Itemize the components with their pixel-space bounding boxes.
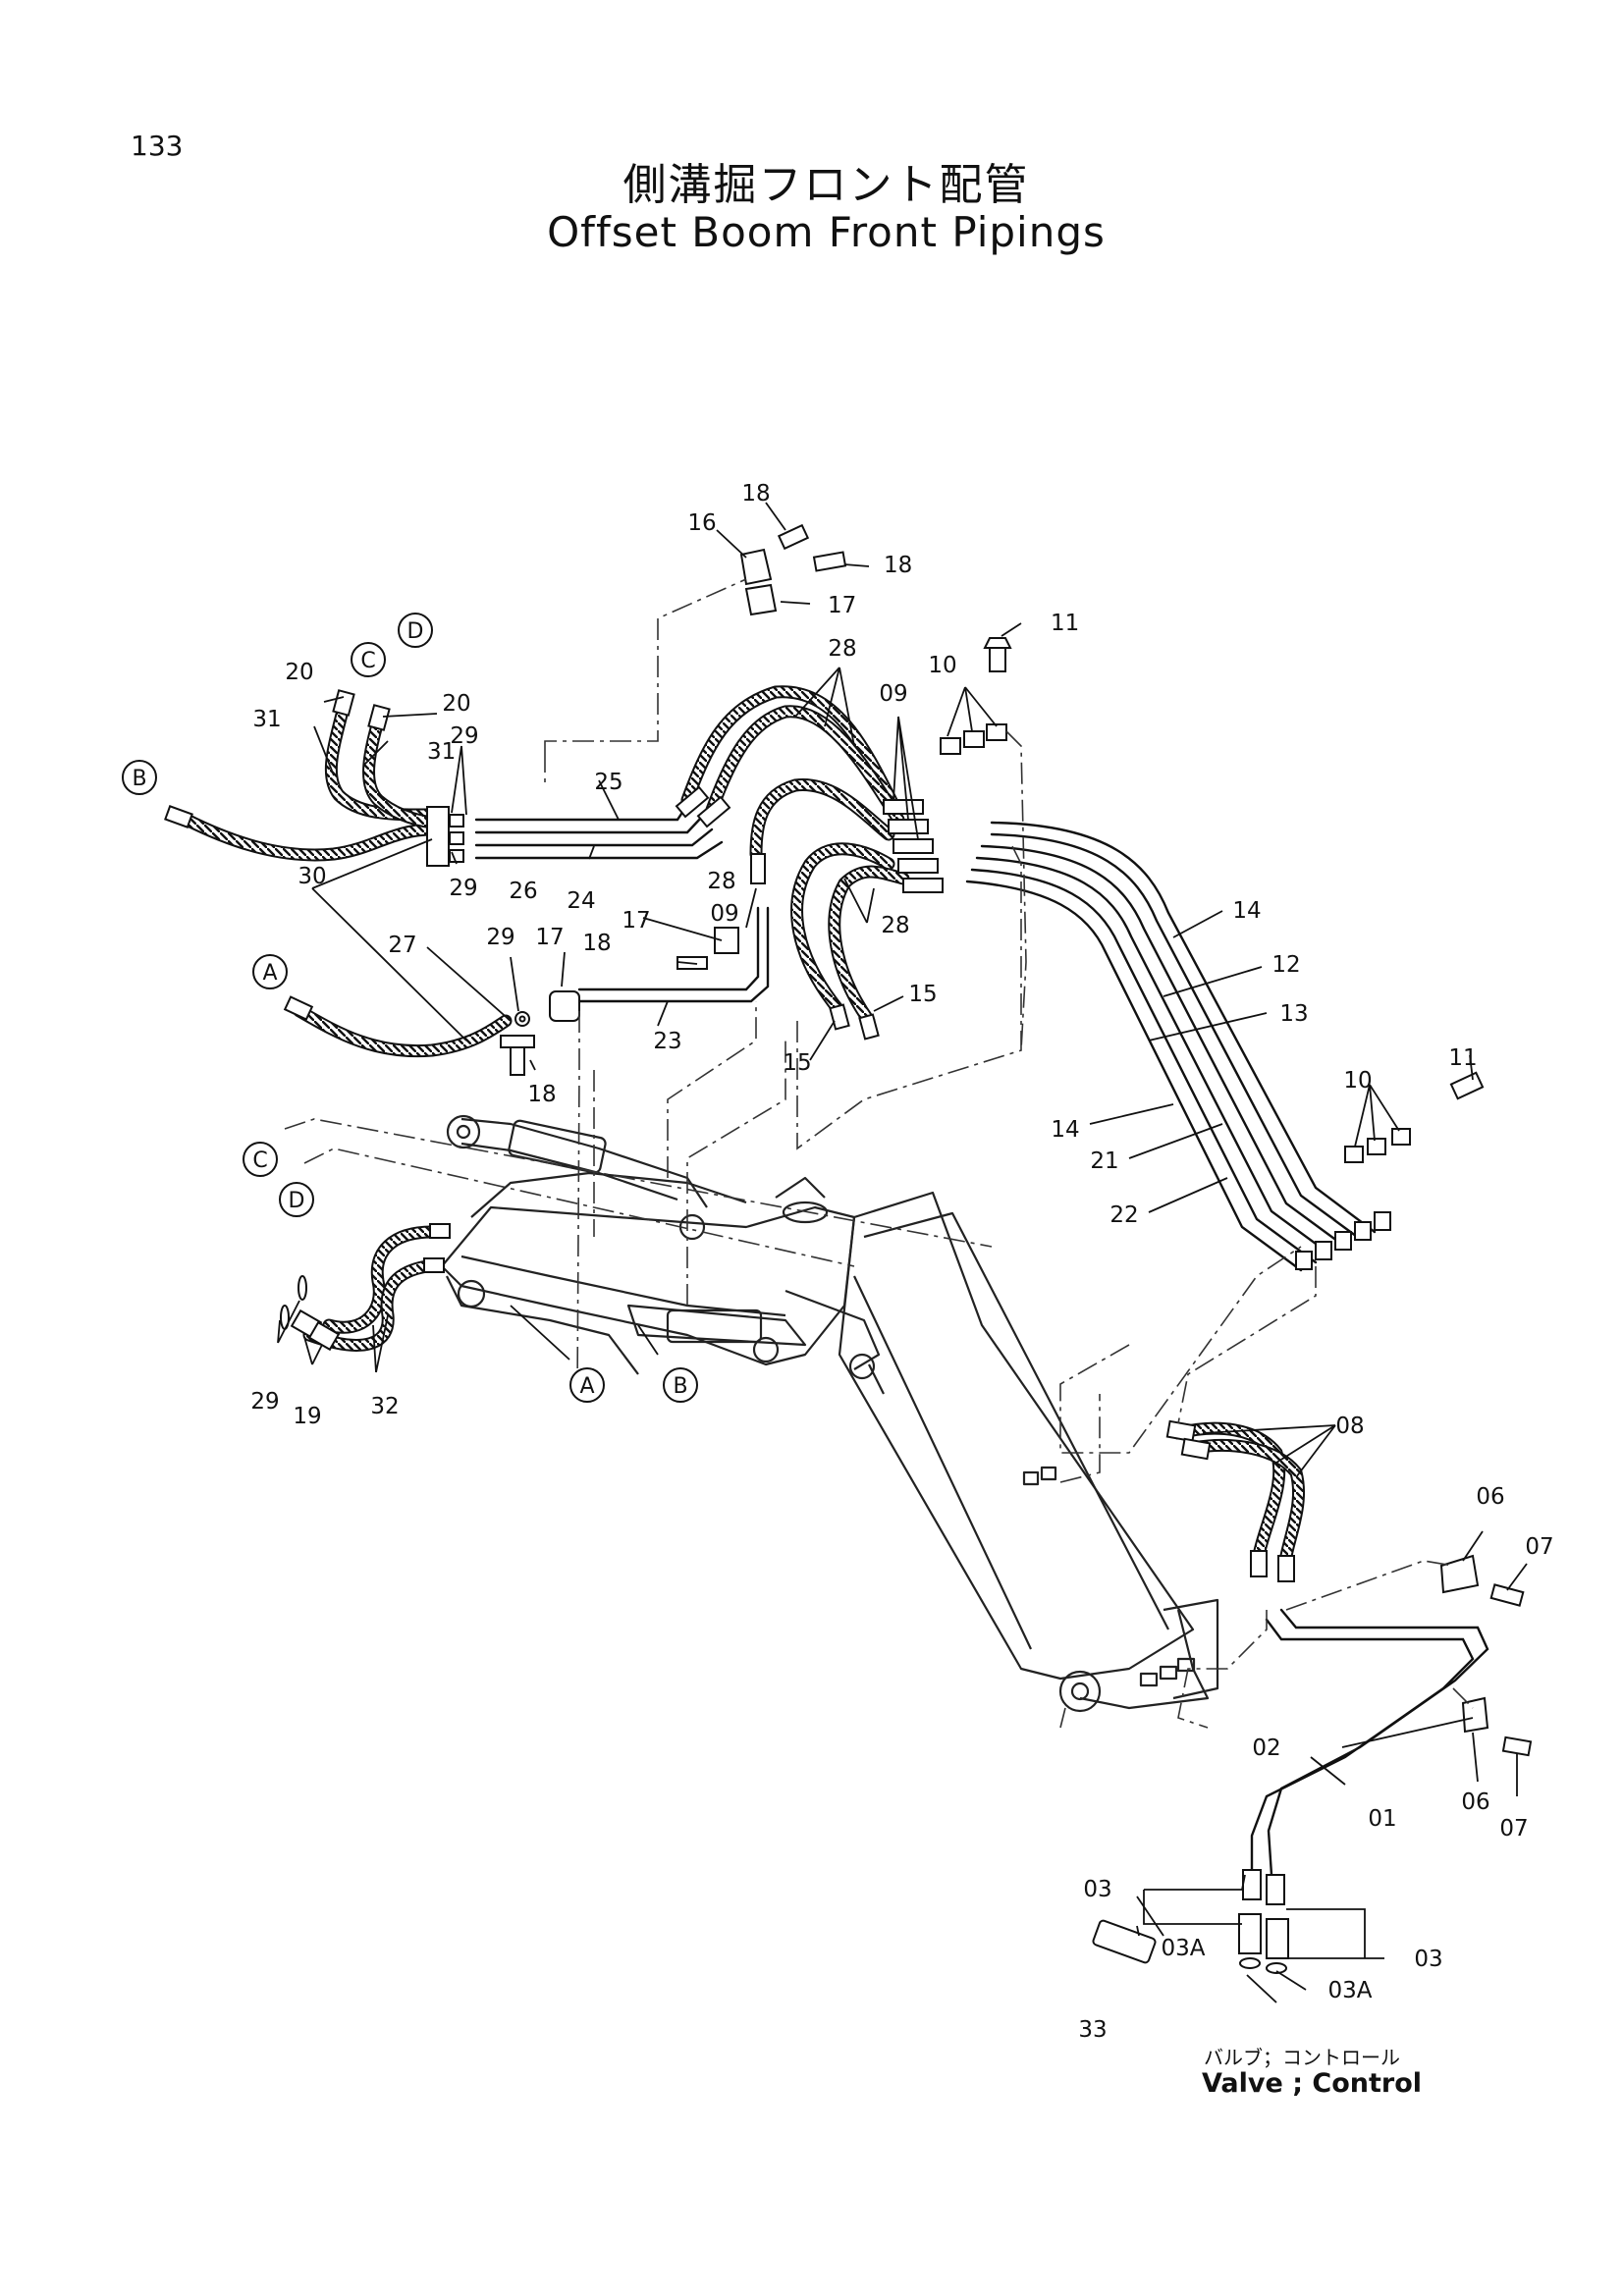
part-label-29: 29 <box>250 1389 279 1415</box>
part-label-28: 28 <box>707 869 735 894</box>
coiled-hoses <box>180 685 1306 1563</box>
ref-tag-b-left: B <box>122 760 157 795</box>
part-label-30: 30 <box>298 864 326 889</box>
part-label-17: 17 <box>535 925 564 950</box>
page-title-japanese: 側溝掘フロント配管 <box>622 160 1030 210</box>
part-label-33: 33 <box>1078 2017 1107 2043</box>
part-label-22: 22 <box>1109 1202 1138 1228</box>
ref-tag-c-mid: C <box>243 1142 278 1177</box>
leader-lines <box>277 502 1528 2003</box>
part-label-12: 12 <box>1271 952 1300 978</box>
part-label-03A: 03A <box>1161 1936 1205 1961</box>
part-label-21: 21 <box>1090 1148 1118 1174</box>
part-label-18: 18 <box>884 553 912 578</box>
ref-tag-b-bottom: B <box>663 1367 698 1403</box>
part-label-20: 20 <box>285 660 313 685</box>
ref-tag-label: B <box>132 767 146 791</box>
part-label-03: 03 <box>1083 1877 1111 1902</box>
part-label-02: 02 <box>1252 1735 1280 1761</box>
part-label-01: 01 <box>1368 1806 1396 1832</box>
ref-tag-label: C <box>360 649 375 673</box>
part-label-19: 19 <box>293 1404 321 1429</box>
ref-tag-label: C <box>252 1148 267 1173</box>
part-label-29: 29 <box>450 723 478 749</box>
part-label-06: 06 <box>1461 1789 1489 1815</box>
ref-tag-d-top: D <box>398 613 433 648</box>
part-label-18: 18 <box>741 481 770 507</box>
part-label-20: 20 <box>442 691 470 717</box>
ref-tag-label: A <box>262 961 277 986</box>
part-label-03: 03 <box>1414 1947 1442 1972</box>
part-label-10: 10 <box>1343 1068 1372 1094</box>
part-label-11: 11 <box>1448 1045 1477 1071</box>
part-label-11: 11 <box>1051 611 1079 636</box>
part-label-10: 10 <box>928 653 956 678</box>
part-label-26: 26 <box>509 879 537 904</box>
ref-tag-label: A <box>579 1374 594 1399</box>
part-label-16: 16 <box>687 510 716 536</box>
part-label-14: 14 <box>1051 1117 1079 1143</box>
part-label-06: 06 <box>1476 1484 1504 1510</box>
part-label-13: 13 <box>1279 1001 1308 1027</box>
ref-tag-a-bottom: A <box>569 1367 605 1403</box>
boom-structure <box>440 1114 1219 1713</box>
part-label-32: 32 <box>370 1394 399 1419</box>
part-label-14: 14 <box>1232 898 1261 924</box>
part-label-15: 15 <box>783 1050 811 1076</box>
part-label-23: 23 <box>653 1029 681 1054</box>
circled-ref-tags: B C D A C D A B <box>122 613 698 1403</box>
part-label-08: 08 <box>1335 1414 1364 1439</box>
part-label-17: 17 <box>828 593 856 618</box>
part-label-09: 09 <box>879 681 907 707</box>
part-label-29: 29 <box>449 876 477 901</box>
part-label-27: 27 <box>388 933 416 958</box>
part-label-24: 24 <box>567 888 595 914</box>
ref-tag-c-top: C <box>351 642 386 677</box>
fittings <box>164 523 1533 1974</box>
ref-tag-d-mid: D <box>279 1182 314 1217</box>
part-labels: 18 16 18 17 11 10 28 09 20 20 31 31 29 2… <box>250 481 1553 2043</box>
ref-tag-label: D <box>407 619 424 644</box>
part-label-03A: 03A <box>1327 1978 1372 2003</box>
chain-lines <box>284 578 1474 1729</box>
part-label-15: 15 <box>908 982 937 1007</box>
rigid-pipes <box>474 803 1489 1877</box>
part-label-31: 31 <box>427 739 456 765</box>
part-label-09: 09 <box>710 901 738 927</box>
ref-tag-label: D <box>289 1189 305 1213</box>
part-label-07: 07 <box>1499 1816 1528 1842</box>
part-label-28: 28 <box>881 913 909 938</box>
part-label-28: 28 <box>828 636 856 662</box>
part-label-18: 18 <box>582 931 611 956</box>
part-label-07: 07 <box>1525 1534 1553 1560</box>
valve-label-english: Valve ; Control <box>1202 2068 1423 2099</box>
part-label-31: 31 <box>252 707 281 732</box>
part-label-17: 17 <box>622 908 650 934</box>
part-label-29: 29 <box>486 925 514 950</box>
ref-tag-a-left: A <box>252 954 288 989</box>
ref-tag-label: B <box>673 1374 687 1399</box>
page-number: 133 <box>131 130 184 162</box>
part-label-25: 25 <box>594 770 622 795</box>
part-label-18: 18 <box>527 1082 556 1107</box>
valve-label-japanese: バルブ；コントロール <box>1204 2046 1400 2069</box>
page-title-english: Offset Boom Front Pipings <box>547 208 1106 256</box>
